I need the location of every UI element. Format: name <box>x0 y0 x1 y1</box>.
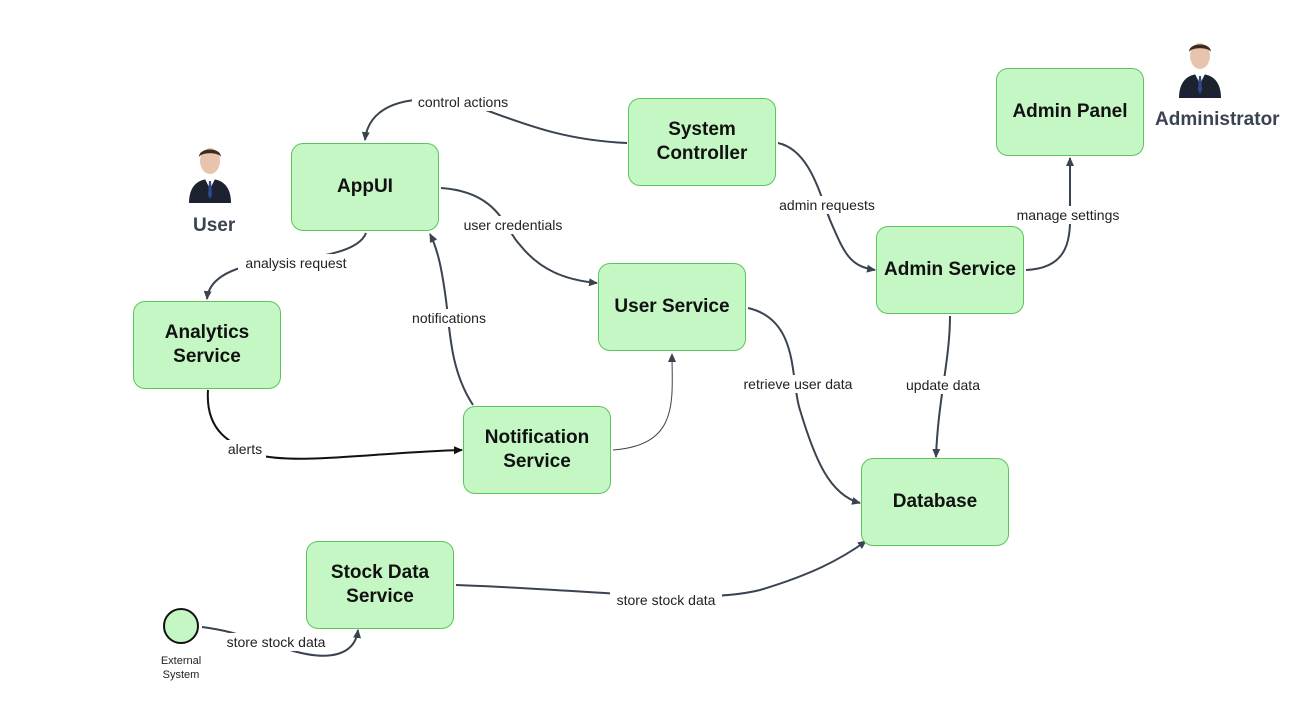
external-system-label: External System <box>160 655 202 681</box>
node-analytics-service[interactable]: Analytics Service <box>133 301 281 389</box>
edge-label-store-stock-data-ext: store stock data <box>227 634 326 650</box>
edge-label-user-credentials: user credentials <box>464 217 563 233</box>
external-system-node[interactable] <box>163 608 199 644</box>
user-actor-label: User <box>193 215 236 236</box>
node-admin-panel[interactable]: Admin Panel <box>996 68 1144 156</box>
node-database[interactable]: Database <box>861 458 1009 546</box>
edge-label-retrieve-user-data: retrieve user data <box>744 376 853 392</box>
edge-manage-settings <box>1025 157 1074 271</box>
node-system-controller[interactable]: System Controller <box>628 98 776 186</box>
edge-notification-to-user-service <box>612 353 677 451</box>
node-notification-service[interactable]: Notification Service <box>463 406 611 494</box>
edge-label-control-actions: control actions <box>418 94 508 110</box>
node-user-service[interactable]: User Service <box>598 263 746 351</box>
edge-label-alerts: alerts <box>228 441 262 457</box>
edge-label-admin-requests: admin requests <box>779 197 875 213</box>
edge-label-update-data: update data <box>906 377 980 393</box>
node-stock-data-service[interactable]: Stock Data Service <box>306 541 454 629</box>
edge-notifications <box>429 233 474 406</box>
edge-retrieve-user-data <box>747 307 861 505</box>
administrator-actor-label: Administrator <box>1155 109 1280 130</box>
edge-label-store-stock-data-main: store stock data <box>617 592 716 608</box>
node-admin-service[interactable]: Admin Service <box>876 226 1024 314</box>
node-appui[interactable]: AppUI <box>291 143 439 231</box>
edge-user-credentials <box>440 187 598 287</box>
edge-alerts <box>206 389 463 460</box>
edge-store-stock-data-main <box>455 540 867 598</box>
user-actor-icon <box>189 148 231 203</box>
administrator-actor-icon <box>1179 43 1221 98</box>
edge-label-notifications: notifications <box>412 310 486 326</box>
edge-label-manage-settings: manage settings <box>1017 207 1120 223</box>
edge-admin-requests <box>777 142 876 273</box>
edge-label-analysis-request: analysis request <box>245 255 346 271</box>
